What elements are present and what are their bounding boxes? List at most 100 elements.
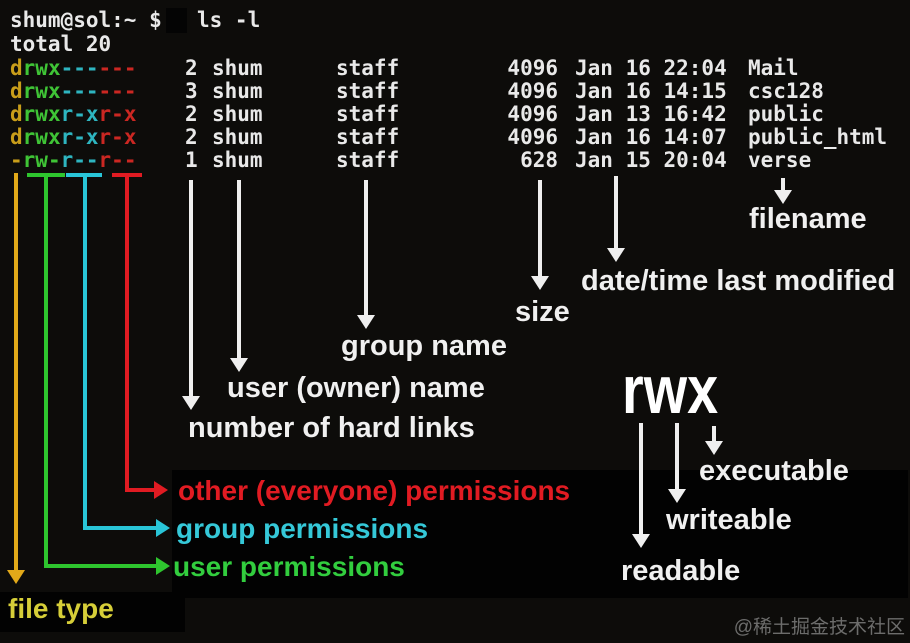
links-cell: 2: [185, 102, 198, 126]
date-cell: Jan 15 20:04: [575, 148, 727, 172]
size-cell: 4096: [507, 102, 558, 126]
permissions-cell: drwxr-xr-x: [10, 126, 136, 149]
file-type-arrowhead: [7, 570, 25, 584]
executable-arrowhead: [705, 441, 723, 455]
permissions-cell: drwxr-xr-x: [10, 103, 136, 126]
other-perms-chars: r-x: [98, 125, 137, 149]
readable-arrowhead: [632, 534, 650, 548]
user-perms-chars: rwx: [22, 56, 61, 80]
executable-label: executable: [699, 455, 849, 487]
group-perms-chars: ---: [60, 56, 99, 80]
user-perms-arrow-elbow: [44, 564, 156, 568]
user-perms-arrow-line: [44, 173, 48, 568]
group-perms-chars: r-x: [60, 125, 99, 149]
date-cell: Jan 13 16:42: [575, 102, 727, 126]
date-cell: Jan 16 14:15: [575, 79, 727, 103]
links-cell: 3: [185, 79, 198, 103]
hardlinks-arrowhead: [182, 396, 200, 410]
file-row: drwx------ 2 shum staff 4096 Jan 16 22:0…: [0, 57, 910, 80]
executable-arrow-line: [712, 426, 716, 441]
group-name-label: group name: [341, 330, 507, 362]
owner-cell: shum: [212, 125, 263, 149]
filename-cell: Mail: [748, 56, 799, 80]
file-row: drwxr-xr-x 2 shum staff 4096 Jan 16 14:0…: [0, 126, 910, 149]
file-type-char: d: [10, 125, 23, 149]
readable-arrow-line: [639, 423, 643, 534]
owner-cell: shum: [212, 56, 263, 80]
filename-cell: public: [748, 102, 824, 126]
date-arrowhead: [607, 248, 625, 262]
permissions-cell: drwx------: [10, 57, 136, 80]
writeable-arrow-line: [675, 423, 679, 489]
group-perms-arrow-elbow: [83, 526, 156, 530]
watermark: @稀土掘金技术社区: [733, 617, 905, 638]
user-perms-chars: rw-: [22, 148, 61, 172]
hardlinks-label: number of hard links: [188, 412, 475, 444]
owner-name-arrow-line: [237, 180, 241, 358]
file-type-arrow-line: [14, 173, 18, 570]
file-type-char: d: [10, 56, 23, 80]
owner-name-arrowhead: [230, 358, 248, 372]
terminal-prompt: shum@sol:~ $: [10, 8, 162, 32]
group-perms-chars: r--: [60, 148, 99, 172]
group-perms-arrow-line: [83, 173, 87, 530]
writeable-label: writeable: [666, 504, 792, 536]
filename-cell: csc128: [748, 79, 824, 103]
links-cell: 1: [185, 148, 198, 172]
file-type-char: d: [10, 102, 23, 126]
size-label: size: [515, 296, 570, 328]
size-cell: 4096: [507, 79, 558, 103]
permissions-cell: -rw-r--r--: [10, 149, 136, 172]
label-backdrop: [172, 470, 908, 598]
filename-cell: verse: [748, 148, 812, 172]
group-name-arrowhead: [357, 315, 375, 329]
cursor-block: [166, 8, 187, 33]
group-cell: staff: [336, 56, 400, 80]
user-permissions-label: user permissions: [173, 551, 405, 582]
group-cell: staff: [336, 125, 400, 149]
links-cell: 2: [185, 56, 198, 80]
size-cell: 4096: [507, 125, 558, 149]
size-arrow-line: [538, 180, 542, 276]
owner-name-label: user (owner) name: [227, 372, 485, 404]
file-type-label: file type: [8, 593, 114, 624]
file-row: drwx------ 3 shum staff 4096 Jan 16 14:1…: [0, 80, 910, 103]
filename-cell: public_html: [748, 125, 888, 149]
other-perms-chars: ---: [98, 56, 137, 80]
file-type-backdrop: [0, 592, 185, 632]
user-perms-chars: rwx: [22, 79, 61, 103]
links-cell: 2: [185, 125, 198, 149]
group-permissions-label: group permissions: [176, 513, 429, 544]
group-cell: staff: [336, 79, 400, 103]
group-perms-chars: ---: [60, 79, 99, 103]
user-perms-chars: rwx: [22, 102, 61, 126]
filename-arrow-line: [781, 178, 785, 190]
other-perms-chars: r--: [98, 148, 137, 172]
command-text: ls -l: [197, 8, 261, 32]
other-perms-arrowhead: [154, 481, 168, 499]
group-cell: staff: [336, 148, 400, 172]
file-type-char: d: [10, 79, 23, 103]
group-name-arrow-line: [364, 180, 368, 315]
group-perms-chars: r-x: [60, 102, 99, 126]
other-perms-arrow-line: [125, 173, 129, 492]
rwx-title: rwx: [622, 352, 719, 428]
other-perms-chars: r-x: [98, 102, 137, 126]
filename-label: filename: [749, 203, 867, 235]
date-cell: Jan 16 14:07: [575, 125, 727, 149]
hardlinks-arrow-line: [189, 180, 193, 396]
date-arrow-line: [614, 176, 618, 248]
other-perms-chars: ---: [98, 79, 137, 103]
filename-arrowhead: [774, 190, 792, 204]
readable-label: readable: [621, 555, 741, 587]
size-cell: 4096: [507, 56, 558, 80]
group-perms-arrowhead: [156, 519, 170, 537]
group-cell: staff: [336, 102, 400, 126]
owner-cell: shum: [212, 148, 263, 172]
owner-cell: shum: [212, 79, 263, 103]
user-perms-chars: rwx: [22, 125, 61, 149]
file-row: drwxr-xr-x 2 shum staff 4096 Jan 13 16:4…: [0, 103, 910, 126]
size-arrowhead: [531, 276, 549, 290]
date-cell: Jan 16 22:04: [575, 56, 727, 80]
